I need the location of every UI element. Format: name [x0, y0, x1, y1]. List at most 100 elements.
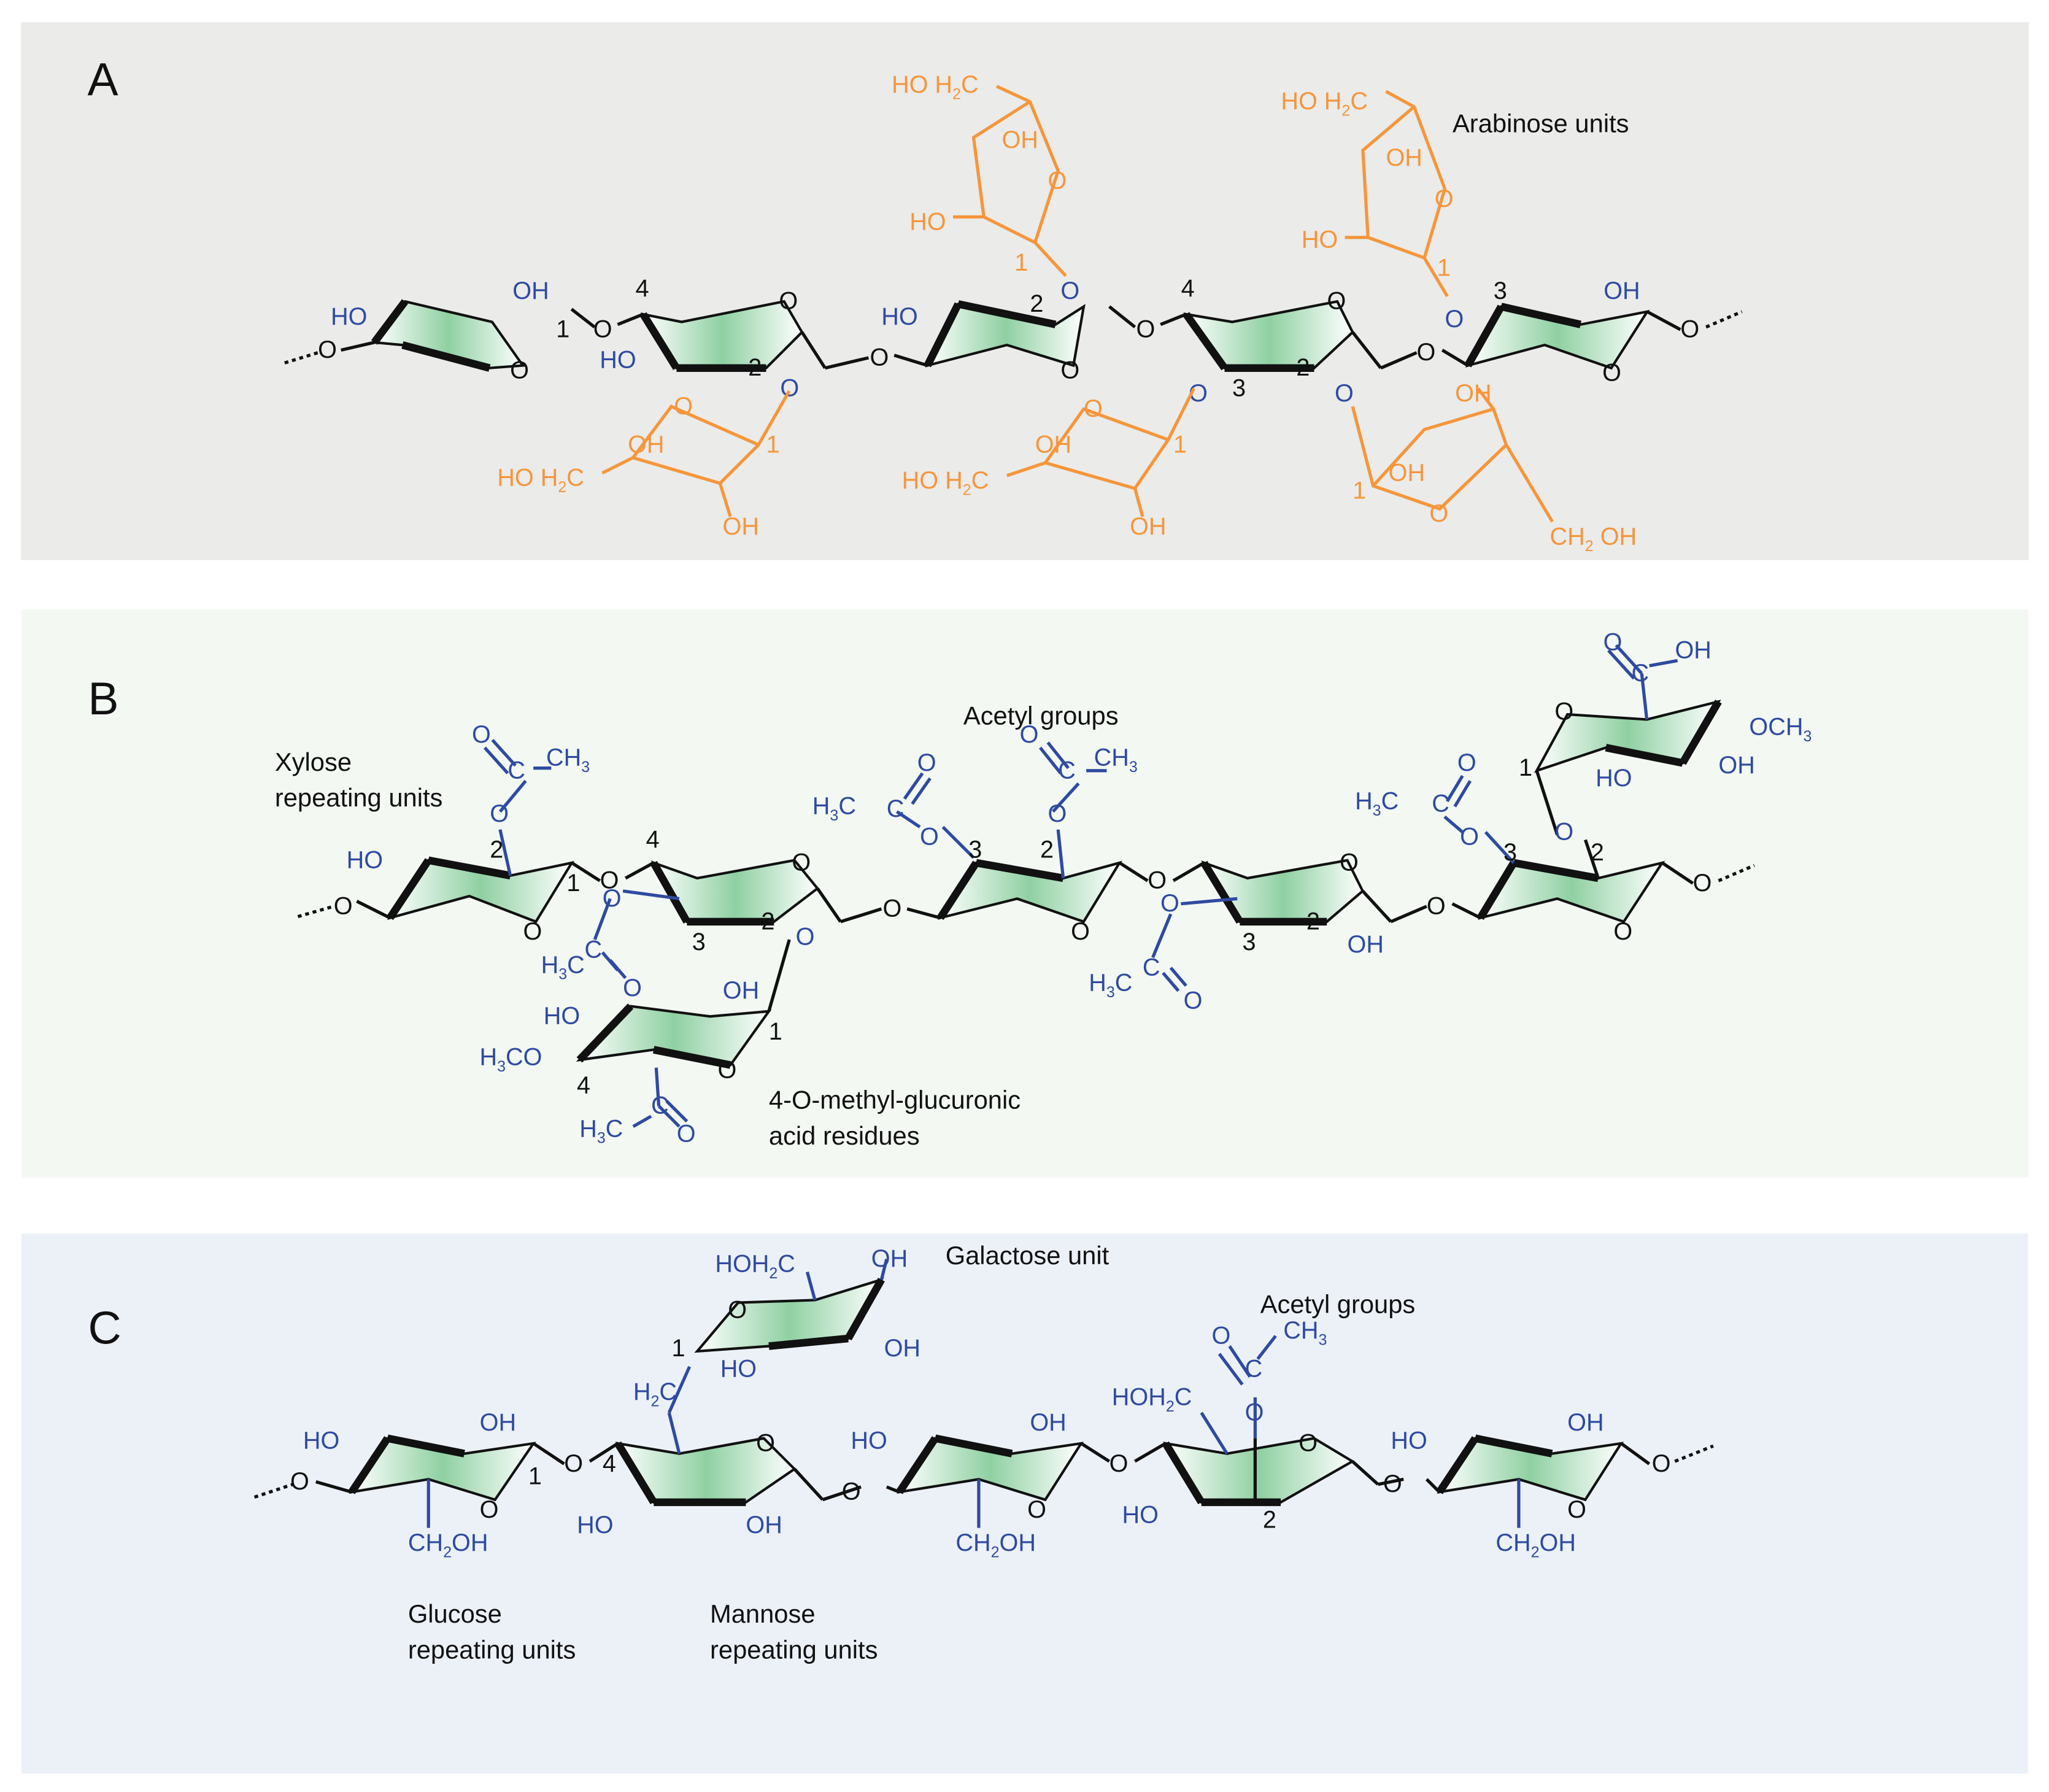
atom-label: O	[1417, 339, 1436, 366]
atom-label: O	[1335, 380, 1354, 407]
arabinose-units-label: Arabinose units	[1453, 109, 1629, 138]
panel-c-blue-atoms: HO OH CH2OH H2C HO OH HOH2C OH HO OH HO …	[303, 1245, 1604, 1561]
panel-c-background	[21, 1234, 2028, 1774]
atom-label: O	[1184, 987, 1203, 1014]
glucuronic-label-line1: 4-O-methyl-glucuronic	[769, 1085, 1021, 1114]
xylose-label-line2: repeating units	[275, 783, 443, 812]
atom-label: HO	[577, 1512, 613, 1539]
atom-label: O	[780, 375, 799, 402]
atom-label: O	[1109, 1450, 1129, 1477]
xylose-label-line1: Xylose	[275, 747, 352, 776]
xylose-ring-b3	[937, 859, 1122, 924]
atom-label: H3C	[1089, 970, 1132, 1001]
atom-label: O	[1554, 698, 1573, 725]
atom-label: CH2OH	[408, 1529, 488, 1561]
acetyl-groups-label: Acetyl groups	[963, 701, 1119, 730]
panel-a: A	[21, 22, 2029, 560]
arabinose-unit-5	[1351, 387, 1554, 523]
atom-label: HO	[1302, 226, 1338, 253]
locant: 2	[490, 836, 503, 863]
locant: 3	[692, 929, 706, 956]
locant: 2	[1263, 1507, 1276, 1534]
atom-label: O	[883, 895, 902, 922]
atom-label: C	[1143, 954, 1160, 981]
mannose-label-line2: repeating units	[710, 1635, 878, 1664]
atom-label: O	[917, 749, 936, 776]
atom-label: OH	[512, 277, 549, 304]
galactose-ring	[694, 1277, 885, 1353]
arabinose-unit-3	[601, 390, 791, 517]
atom-label: O	[1652, 1450, 1671, 1477]
panel-c-canvas: C	[21, 1234, 2028, 1774]
atom-label: OH	[1567, 1409, 1603, 1436]
atom-label: O	[472, 721, 491, 748]
atom-label: O	[1048, 168, 1067, 195]
atom-label: O	[1084, 395, 1103, 422]
xylose-ring-b1	[387, 856, 574, 924]
xylose-backbone-ring-1	[371, 299, 525, 372]
atom-label: O	[1298, 1430, 1318, 1457]
atom-label: OH	[1130, 513, 1166, 540]
atom-label: O	[480, 1496, 499, 1523]
atom-label: OH	[723, 977, 759, 1004]
mannose-ring-2	[1162, 1437, 1355, 1507]
locant: 3	[1494, 277, 1507, 304]
atom-label: O	[677, 1121, 696, 1148]
atom-label: O	[792, 849, 811, 876]
locant: 4	[603, 1450, 616, 1477]
panel-a-background	[21, 22, 2029, 560]
atom-label: OH	[746, 1512, 782, 1539]
panel-c-captions: Galactose unit Acetyl groups Glucose rep…	[408, 1241, 1415, 1664]
atom-label: HO	[347, 846, 383, 873]
locant: 2	[748, 354, 762, 381]
acetyl-groups-label: Acetyl groups	[1260, 1289, 1416, 1318]
atom-label: HO	[544, 1003, 580, 1030]
locant: 2	[1040, 836, 1054, 863]
atom-label: CH3	[1283, 1317, 1327, 1348]
locant: 4	[636, 275, 649, 302]
atom-label: O	[756, 1430, 775, 1457]
locant: 1	[671, 1335, 685, 1362]
atom-label: O	[1602, 360, 1621, 387]
atom-label: HO	[600, 347, 636, 374]
atom-label: O	[1613, 918, 1632, 945]
atom-label: CH3	[1094, 744, 1138, 775]
glucose-ring-2	[896, 1434, 1084, 1502]
atom-label: O	[1680, 316, 1699, 343]
panel-a-blue-atoms: HO OH HO O HO O O O O OH	[331, 277, 1640, 407]
panel-b-bonds	[297, 770, 1755, 1012]
atom-label: O	[1160, 890, 1179, 917]
atom-label: C	[507, 757, 525, 784]
atom-label: HO H2C	[892, 71, 979, 102]
panel-a-orange-atoms: HO H2C OH O HO 1 HO H2C OH O HO 1 O OH 1…	[497, 71, 1637, 555]
atom-label: O	[779, 288, 798, 315]
panel-c-locants: 1 4 1 2	[528, 1335, 1276, 1533]
panel-b-blue-atoms: HO O C CH3 O O C H3C O O H3C C O O O C C…	[347, 629, 1812, 1148]
xylose-backbone-ring-4	[1183, 299, 1354, 372]
atom-label: O	[1693, 870, 1712, 897]
atom-label: CH2OH	[955, 1529, 1036, 1561]
locant: 2	[1306, 908, 1320, 935]
atom-label: O	[1340, 849, 1359, 876]
atom-label: OH	[1030, 1409, 1066, 1436]
atom-label: HOH2C	[715, 1251, 795, 1282]
atom-label: OH	[1718, 752, 1754, 779]
locant: 3	[1243, 929, 1256, 956]
atom-label: OH	[1001, 126, 1038, 153]
atom-label: O	[1457, 749, 1476, 776]
atom-label: OH	[1603, 277, 1640, 304]
atom-label: H3C	[1355, 787, 1399, 819]
atom-label: O	[603, 885, 622, 912]
atom-label: O	[318, 336, 337, 363]
atom-label: O	[600, 867, 619, 894]
panel-a-letter: A	[88, 53, 118, 105]
atom-label: O	[920, 824, 939, 851]
atom-label: O	[1429, 500, 1448, 527]
arabinose-unit-4	[1006, 387, 1195, 517]
atom-label: H2C	[633, 1378, 677, 1410]
atom-label: OH	[1675, 636, 1711, 663]
atom-label: O	[1445, 306, 1464, 333]
atom-label: O	[1554, 818, 1573, 845]
locant: 2	[1591, 839, 1604, 866]
atom-label: C	[1245, 1356, 1263, 1383]
